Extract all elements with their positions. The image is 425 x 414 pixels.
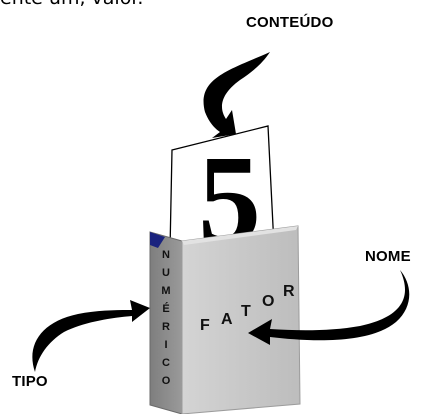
front-letter: A bbox=[221, 311, 233, 328]
spine-letter: O bbox=[162, 375, 171, 387]
type-arrow bbox=[32, 300, 151, 372]
spine-letter: M bbox=[161, 285, 170, 297]
front-letter: O bbox=[262, 293, 274, 310]
box-spine bbox=[149, 231, 183, 414]
box-front bbox=[181, 225, 301, 414]
spine-letter: N bbox=[162, 249, 170, 261]
name-label: NOME bbox=[365, 248, 411, 265]
front-letter: F bbox=[200, 317, 210, 334]
spine-letter: U bbox=[162, 267, 170, 279]
content-label: CONTEÚDO bbox=[246, 14, 334, 31]
front-letter: R bbox=[283, 283, 295, 300]
front-letter: T bbox=[241, 303, 251, 320]
spine-letter: R bbox=[162, 321, 170, 333]
intro-text: ente um, valor. bbox=[0, 0, 143, 9]
spine-letter: É bbox=[162, 302, 169, 315]
spine-letter: C bbox=[162, 357, 170, 369]
name-arrow bbox=[248, 270, 410, 345]
type-label: TIPO bbox=[12, 373, 48, 390]
spine-letter: I bbox=[164, 339, 167, 351]
content-arrow bbox=[203, 52, 270, 138]
